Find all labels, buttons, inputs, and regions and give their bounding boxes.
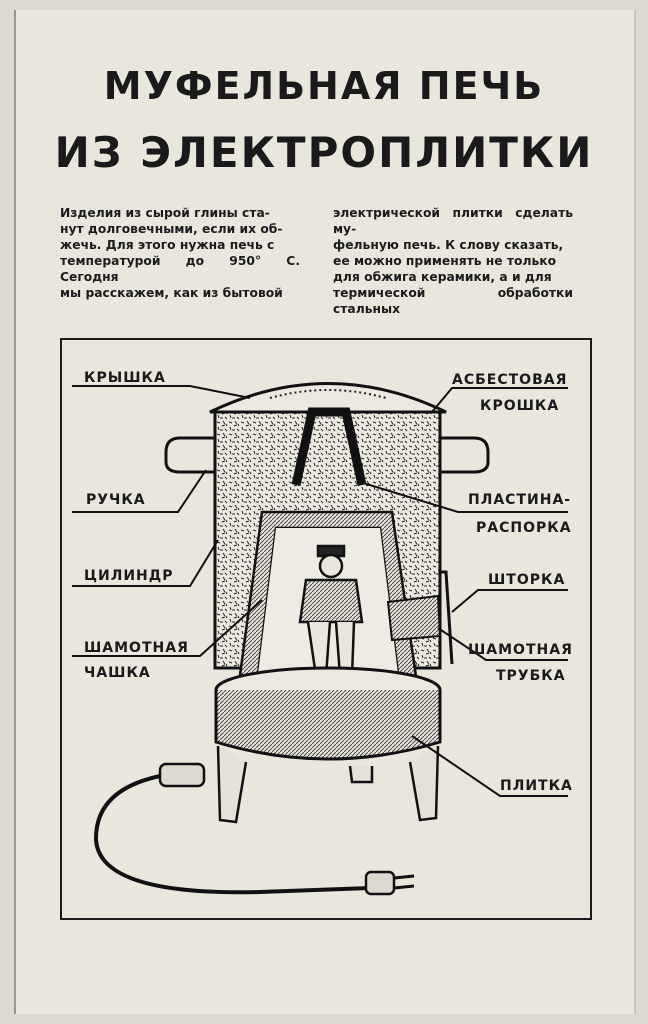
intro-right-line: фельную печь. К слову сказать,: [333, 238, 564, 252]
spacer-plate-shape: [291, 407, 367, 486]
label-tube-1: ШАМОТНАЯ: [468, 642, 573, 658]
label-plate-1: ПЛАСТИНА-: [468, 492, 572, 508]
label-shutter: ШТОРКА: [488, 572, 566, 588]
label-asbestos-1: АСБЕСТОВАЯ: [452, 372, 568, 388]
intro-left-line: Изделия из сырой глины ста-: [60, 206, 270, 220]
intro-left-line: нут долговечными, если их об-: [60, 222, 283, 236]
label-cylinder: ЦИЛИНДР: [84, 568, 174, 584]
intro-right-column: электрической плитки сделать му- фельную…: [333, 205, 573, 317]
label-asbestos-2: КРОШКА: [480, 398, 560, 414]
title-line-1: МУФЕЛЬНАЯ ПЕЧЬ: [103, 64, 545, 108]
label-cup-2: ЧАШКА: [84, 665, 151, 681]
intro-left-line: температурой до 950° С. Сегодня: [60, 254, 300, 284]
diagram-frame: [60, 338, 592, 920]
power-cord-shape: [93, 762, 415, 896]
intro-right-line: для обжига керамики, а и для: [333, 270, 552, 284]
intro-right-line: электрической плитки сделать му-: [333, 206, 573, 236]
label-handle: РУЧКА: [86, 492, 146, 508]
intro-left-line: мы расскажем, как из бытовой: [60, 286, 283, 300]
label-stove: ПЛИТКА: [500, 778, 573, 794]
title-line-2: ИЗ ЭЛЕКТРОПЛИТКИ: [54, 128, 594, 177]
intro-right-line: ее можно применять не только: [333, 254, 557, 268]
label-cup-1: ШАМОТНАЯ: [84, 640, 189, 656]
lid-shape: [209, 382, 447, 414]
intro-right-line: термической обработки стальных: [333, 286, 573, 316]
stove-shape: [214, 666, 442, 824]
intro-left-column: Изделия из сырой глины ста- нут долговеч…: [60, 205, 300, 301]
label-lid: КРЫШКА: [84, 370, 166, 386]
handle-shapes: [164, 436, 490, 474]
label-plate-2: РАСПОРКА: [476, 520, 572, 536]
intro-left-line: жечь. Для этого нужна печь с: [60, 238, 275, 252]
figurine-shape: [293, 544, 369, 694]
chamotte-tube-shape: [386, 570, 454, 665]
label-leader-lines: [72, 385, 568, 797]
label-tube-2: ТРУБКА: [496, 668, 566, 684]
